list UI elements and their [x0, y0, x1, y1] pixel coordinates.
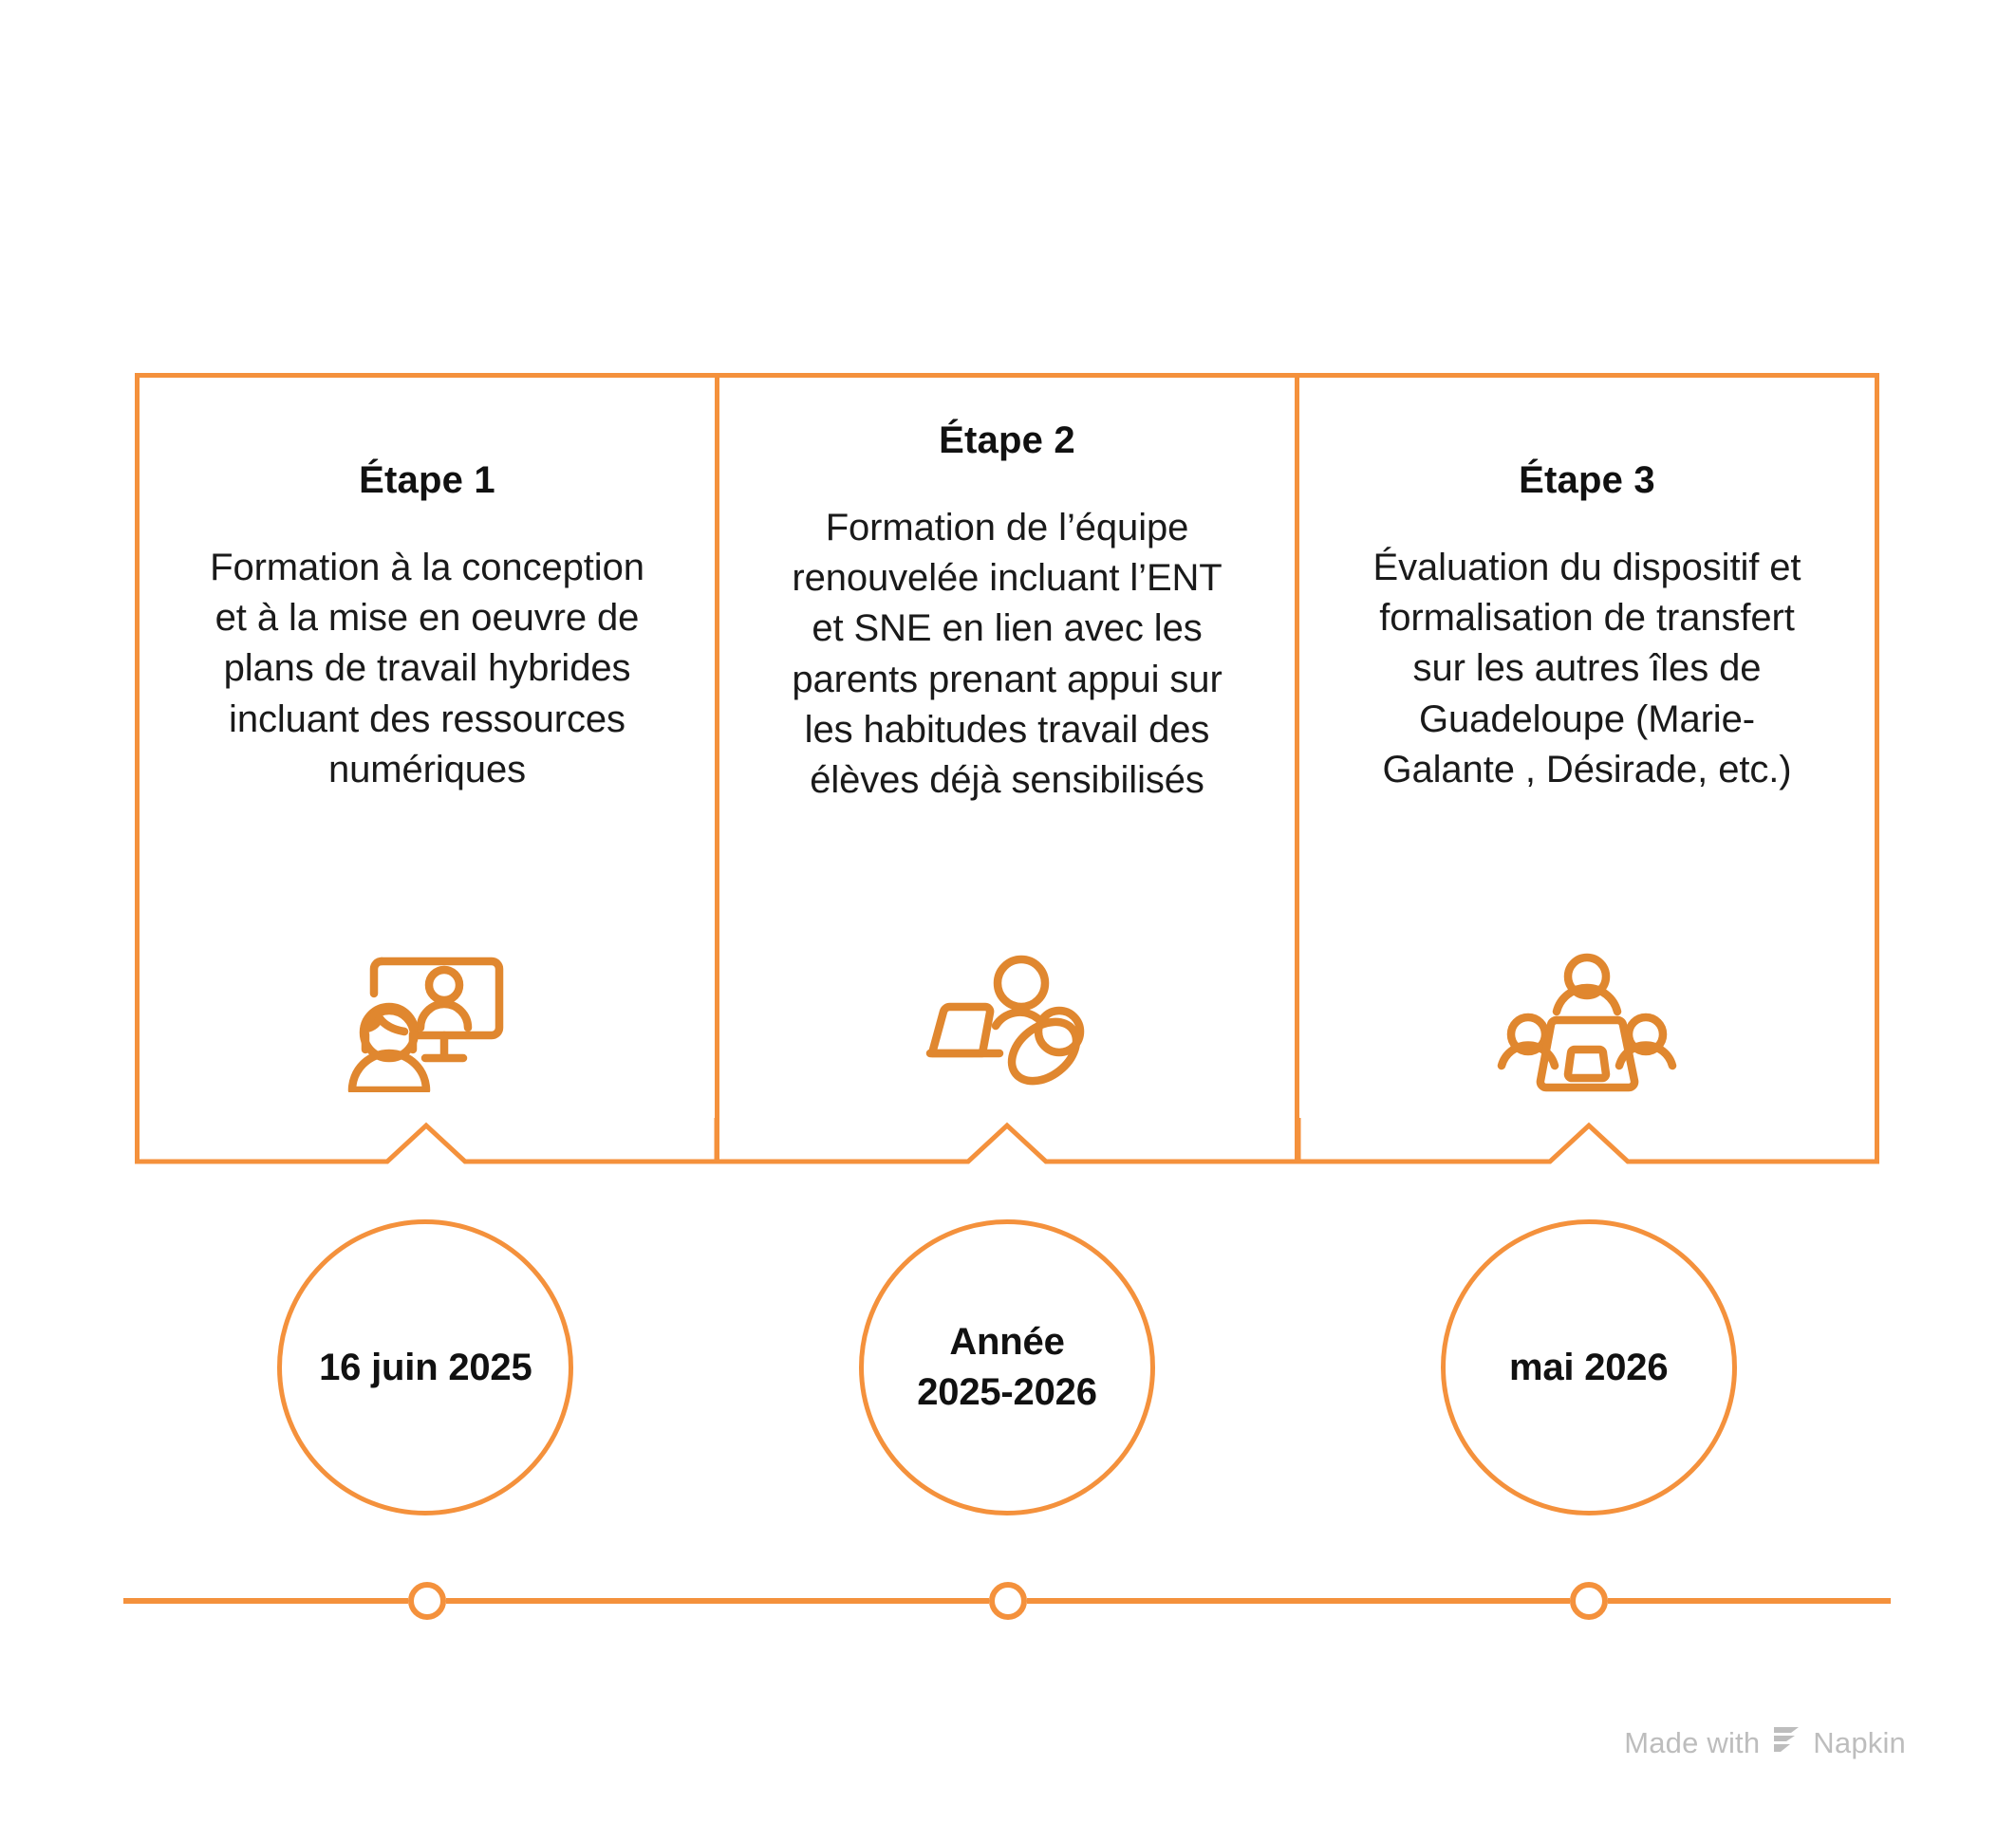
date-label-2: Année 2025-2026 — [917, 1321, 1097, 1413]
date-circle-cell-2: Année 2025-2026 — [717, 1219, 1298, 1515]
timeline-node-1 — [408, 1582, 446, 1620]
timeline-axis — [123, 1573, 1891, 1628]
step-2-title: Étape 2 — [939, 419, 1075, 461]
step-card-3[interactable]: Étape 3 Évaluation du dispositif et form… — [1299, 373, 1879, 1160]
napkin-logo-icon — [1770, 1723, 1802, 1763]
date-circle-cell-1: 16 juin 2025 — [135, 1219, 717, 1515]
step-card-1-content: Étape 1 Formation à la conception et à l… — [157, 378, 698, 795]
monitor-person-icon — [337, 936, 517, 1097]
meeting-table-icon — [1497, 936, 1677, 1097]
timeline-node-3 — [1570, 1582, 1608, 1620]
date-circle-2[interactable]: Année 2025-2026 — [859, 1219, 1155, 1515]
step-card-2-content: Étape 2 Formation de l’équipe renouvelée… — [737, 378, 1278, 806]
date-circle-cell-3: mai 2026 — [1297, 1219, 1879, 1515]
step-2-description: Formation de l’équipe renouvelée incluan… — [792, 507, 1223, 801]
step-1-description: Formation à la conception et à la mise e… — [210, 547, 644, 790]
step-card-3-content: Étape 3 Évaluation du dispositif et form… — [1316, 378, 1857, 795]
date-label-1: 16 juin 2025 — [319, 1346, 532, 1388]
date-circles-row: 16 juin 2025 Année 2025-2026 mai 2026 — [135, 1219, 1879, 1515]
step-3-title: Étape 3 — [1519, 459, 1655, 501]
date-label-3: mai 2026 — [1508, 1346, 1669, 1388]
timeline-node-2 — [989, 1582, 1027, 1620]
step-card-2[interactable]: Étape 2 Formation de l’équipe renouvelée… — [719, 373, 1299, 1160]
napkin-watermark: Made with Napkin — [1624, 1723, 1906, 1763]
step-3-description: Évaluation du dispositif et formalisatio… — [1372, 547, 1801, 790]
watermark-prefix: Made with — [1624, 1726, 1761, 1759]
date-circle-3[interactable]: mai 2026 — [1440, 1219, 1737, 1515]
watermark-brand: Napkin — [1813, 1726, 1906, 1759]
date-circle-1[interactable]: 16 juin 2025 — [277, 1219, 574, 1515]
laptop-two-people-icon — [917, 936, 1097, 1097]
steps-row: Étape 1 Formation à la conception et à l… — [135, 373, 1879, 1160]
step-1-title: Étape 1 — [359, 459, 495, 501]
step-card-1[interactable]: Étape 1 Formation à la conception et à l… — [135, 373, 719, 1160]
